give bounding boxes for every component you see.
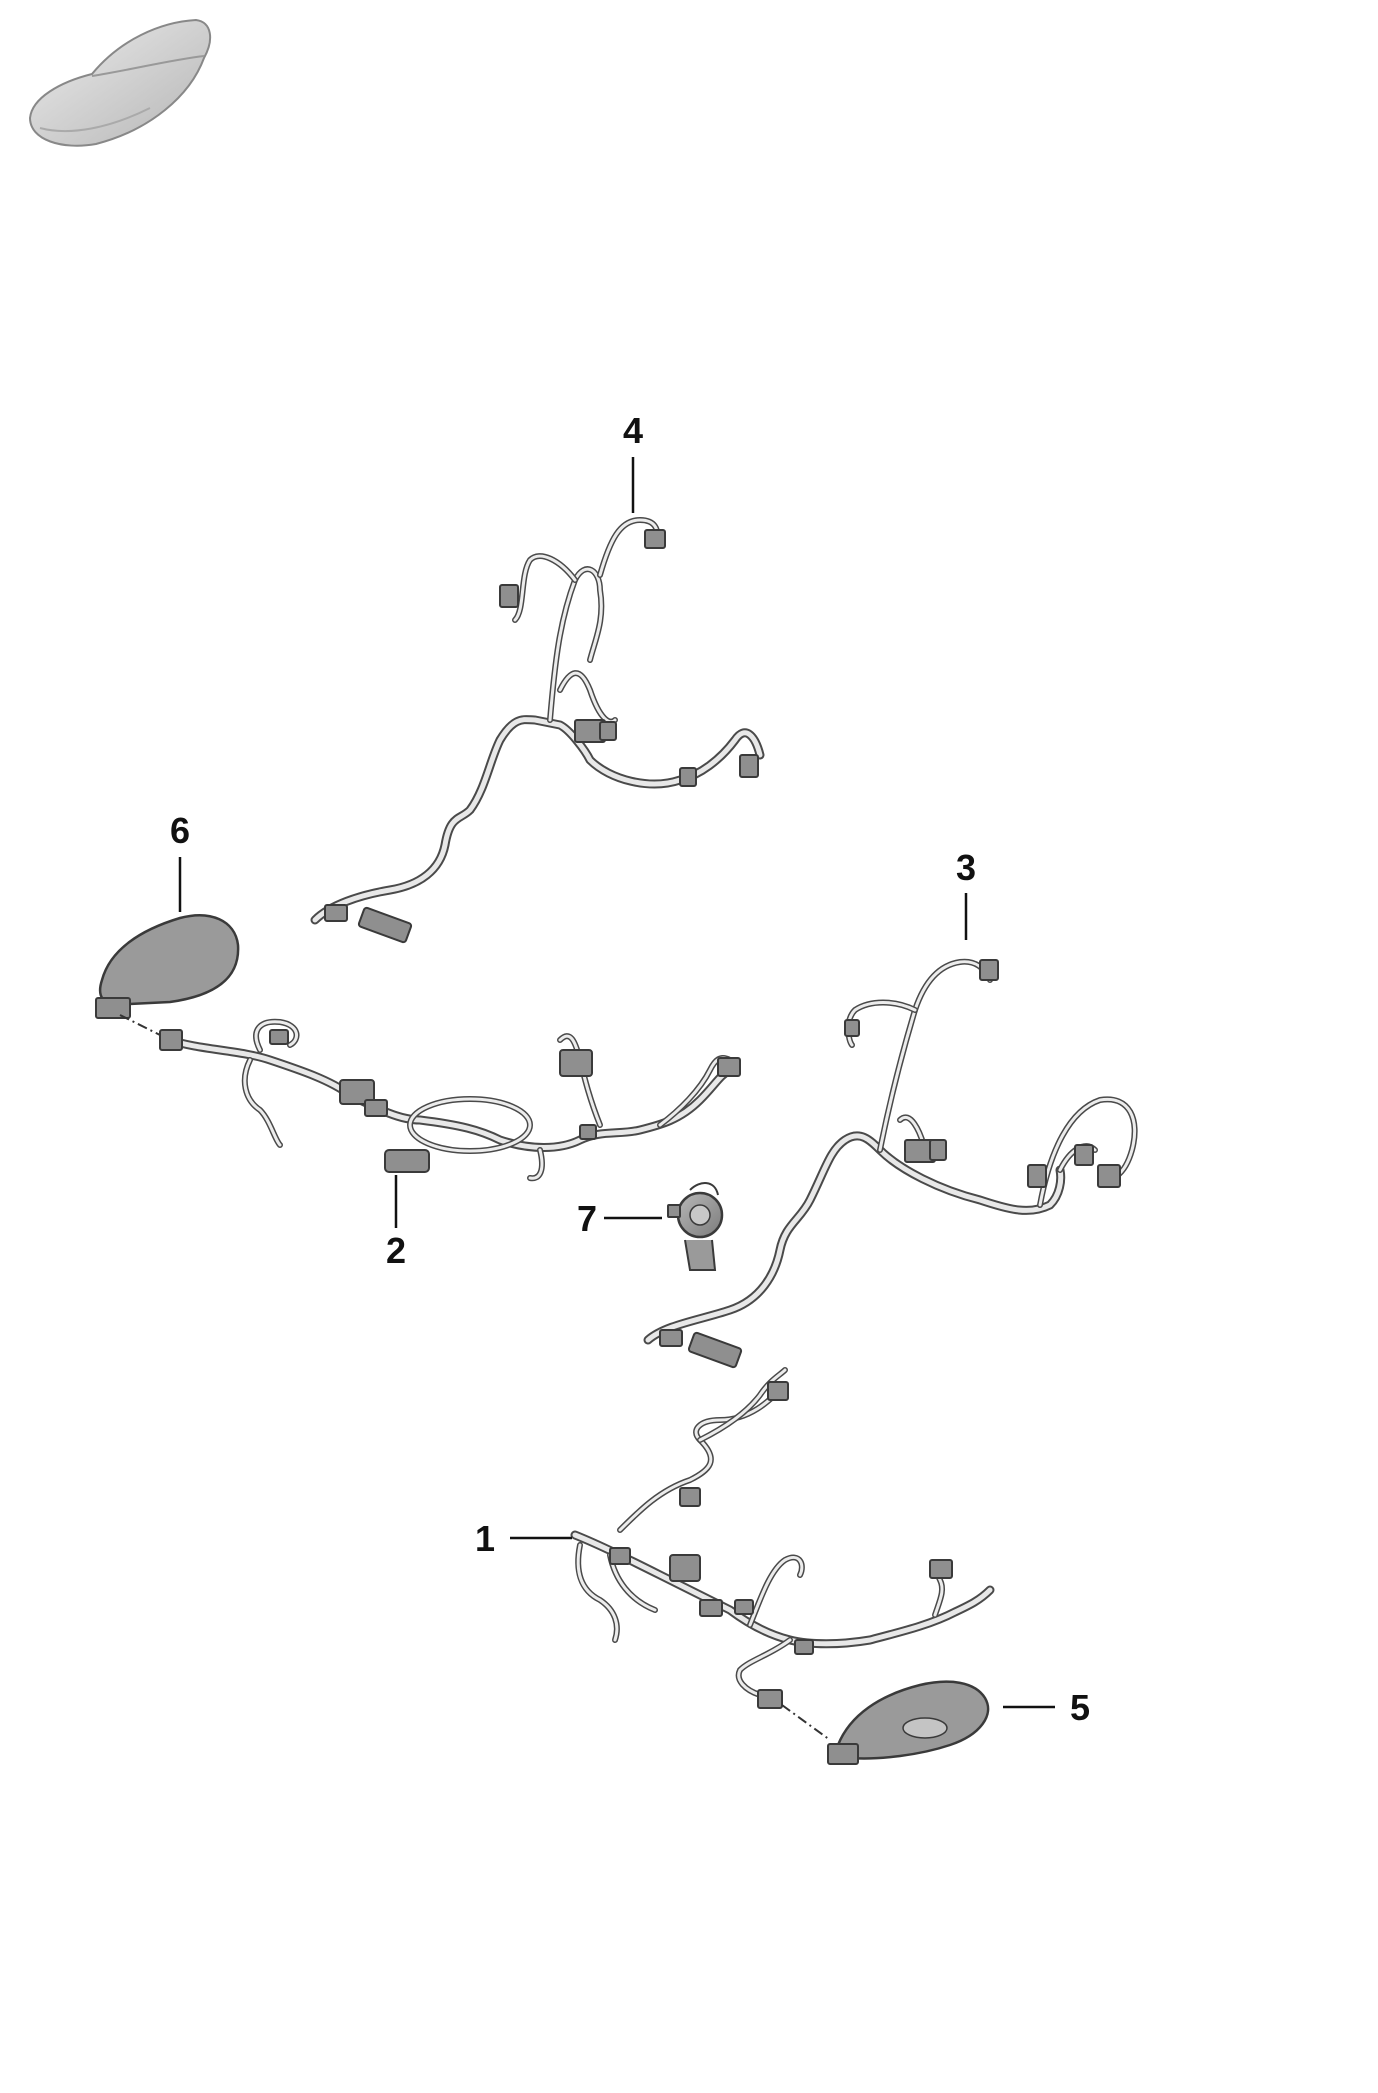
callout-label-6: 6 [170,810,190,851]
callout-label-7: 7 [577,1198,597,1239]
car-silhouette-icon [28,18,212,147]
callout-label-3: 3 [956,847,976,888]
part-5-seat-control-module[interactable] [827,1680,990,1765]
callout-label-2: 2 [386,1230,406,1271]
callout-3: 3 [956,847,976,940]
part-3-backrest-harness[interactable] [643,958,1138,1369]
callout-4: 4 [623,410,643,513]
callout-1: 1 [475,1518,572,1559]
callout-label-5: 5 [1070,1687,1090,1728]
callout-2: 2 [386,1175,406,1271]
part-6-seat-control-module[interactable] [95,914,240,1041]
callout-6: 6 [170,810,190,912]
part-4-backrest-harness[interactable] [310,516,765,944]
callout-7: 7 [577,1198,662,1239]
callout-label-1: 1 [475,1518,495,1559]
callout-5: 5 [1003,1687,1090,1728]
part-7-sensor-unit[interactable] [667,1182,724,1271]
part-2-seat-base-harness[interactable] [159,1018,741,1182]
part-1-seat-base-harness[interactable] [570,1367,995,1741]
callout-label-4: 4 [623,410,643,451]
